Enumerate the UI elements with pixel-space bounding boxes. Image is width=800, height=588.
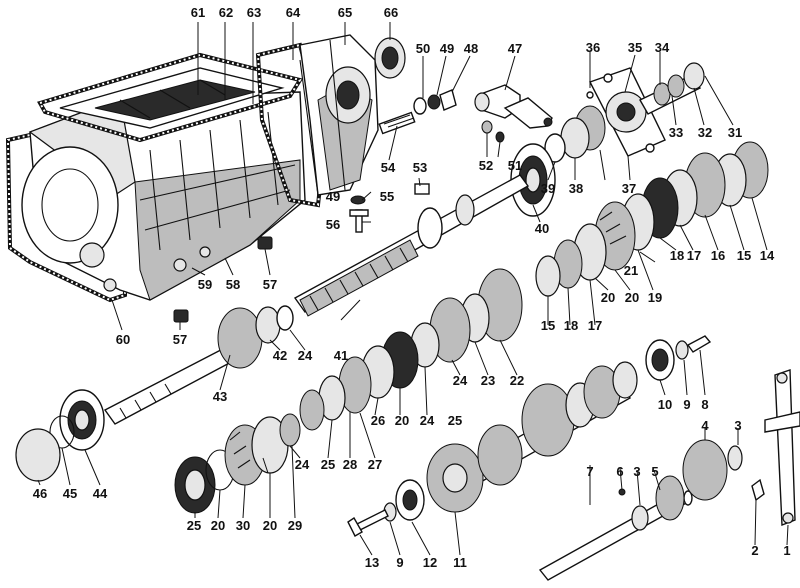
part-label-26: 26 [371, 413, 385, 428]
part-label-20-a: 20 [625, 290, 639, 305]
part-label-22: 22 [510, 373, 524, 388]
part-label-30: 30 [236, 518, 250, 533]
part-label-3-b: 3 [734, 418, 741, 433]
gearbox-casing [5, 42, 328, 303]
part-label-25-c: 25 [187, 518, 201, 533]
part-label-35: 35 [628, 40, 642, 55]
part-label-54: 54 [381, 160, 396, 175]
part-label-32: 32 [698, 125, 712, 140]
speedometer-drive [474, 84, 553, 129]
part-label-64: 64 [286, 5, 301, 20]
input-shaft [15, 305, 294, 482]
part-label-55: 55 [380, 189, 394, 204]
part-label-18: 18 [670, 248, 684, 263]
part-label-14: 14 [760, 248, 775, 263]
part-label-9-b: 9 [396, 555, 403, 570]
reverse-assembly [538, 369, 800, 581]
main-bearing [510, 143, 556, 217]
part-label-27: 27 [368, 457, 382, 472]
part-label-65: 65 [338, 5, 352, 20]
part-label-21: 21 [624, 263, 638, 278]
part-label-48: 48 [464, 41, 478, 56]
part-label-24-b: 24 [453, 373, 468, 388]
part-label-20-d: 20 [211, 518, 225, 533]
part-label-20-e: 20 [263, 518, 277, 533]
part-label-29: 29 [288, 518, 302, 533]
part-label-18-lower: 18 [564, 318, 578, 333]
part-label-38: 38 [569, 181, 583, 196]
part-label-44: 44 [93, 486, 108, 501]
part-label-17-lower: 17 [588, 318, 602, 333]
part-label-3-a: 3 [633, 464, 640, 479]
part-label-10: 10 [658, 397, 672, 412]
part-label-49: 49 [440, 41, 454, 56]
part-label-12: 12 [423, 555, 437, 570]
part-label-15-lower: 15 [541, 318, 555, 333]
part-label-9-a: 9 [683, 397, 690, 412]
part-label-24-c: 24 [420, 413, 435, 428]
part-label-24-a: 24 [298, 348, 313, 363]
part-label-31: 31 [728, 125, 742, 140]
part-label-34: 34 [655, 40, 670, 55]
part-label-42: 42 [273, 348, 287, 363]
part-label-51: 51 [508, 158, 522, 173]
layshaft-cluster [347, 335, 712, 537]
part-label-23: 23 [481, 373, 495, 388]
part-label-45: 45 [63, 486, 77, 501]
part-label-24-d: 24 [295, 457, 310, 472]
part-label-36: 36 [586, 40, 600, 55]
part-label-15: 15 [737, 248, 751, 263]
part-label-58: 58 [226, 277, 240, 292]
part-label-17: 17 [687, 248, 701, 263]
part-label-59: 59 [198, 277, 212, 292]
part-label-60: 60 [116, 332, 130, 347]
part-label-19: 19 [648, 290, 662, 305]
part-label-47: 47 [508, 41, 522, 56]
part-label-63: 63 [247, 5, 261, 20]
extension-housing [299, 34, 406, 196]
part-label-28: 28 [343, 457, 357, 472]
intermediate-gears [299, 268, 523, 431]
part-label-1: 1 [783, 543, 790, 558]
part-label-66: 66 [384, 5, 398, 20]
part-label-5: 5 [651, 464, 658, 479]
part-label-41: 41 [334, 348, 348, 363]
part-label-49-lower: 49 [326, 189, 340, 204]
part-label-43: 43 [213, 389, 227, 404]
part-label-8: 8 [701, 397, 708, 412]
output-flange-assembly [544, 62, 705, 163]
part-label-40: 40 [535, 221, 549, 236]
part-label-37: 37 [622, 181, 636, 196]
part-label-56: 56 [326, 217, 340, 232]
part-label-25-b: 25 [321, 457, 335, 472]
part-label-13: 13 [365, 555, 379, 570]
part-label-52: 52 [479, 158, 493, 173]
part-label-33: 33 [669, 125, 683, 140]
part-label-39: 39 [541, 181, 555, 196]
main-shaft [293, 174, 530, 317]
part-label-6: 6 [616, 464, 623, 479]
part-label-50: 50 [416, 41, 430, 56]
part-label-62: 62 [219, 5, 233, 20]
part-label-61: 61 [191, 5, 205, 20]
part-label-25-a: 25 [448, 413, 462, 428]
part-label-57-b: 57 [173, 332, 187, 347]
part-label-4: 4 [701, 418, 709, 433]
part-label-16: 16 [711, 248, 725, 263]
part-label-2: 2 [751, 543, 758, 558]
main-shaft-gears [535, 141, 769, 297]
synchro-group [174, 413, 301, 514]
part-label-53: 53 [413, 160, 427, 175]
small-fasteners [173, 89, 505, 323]
part-labels: 61 62 63 64 65 66 50 49 48 47 36 35 34 3… [33, 5, 791, 570]
part-label-11: 11 [453, 555, 467, 570]
part-label-57-a: 57 [263, 277, 277, 292]
part-label-46: 46 [33, 486, 47, 501]
part-label-20-c: 20 [395, 413, 409, 428]
part-label-7: 7 [586, 464, 593, 479]
part-label-20-b: 20 [601, 290, 615, 305]
leader-lines [37, 22, 789, 556]
